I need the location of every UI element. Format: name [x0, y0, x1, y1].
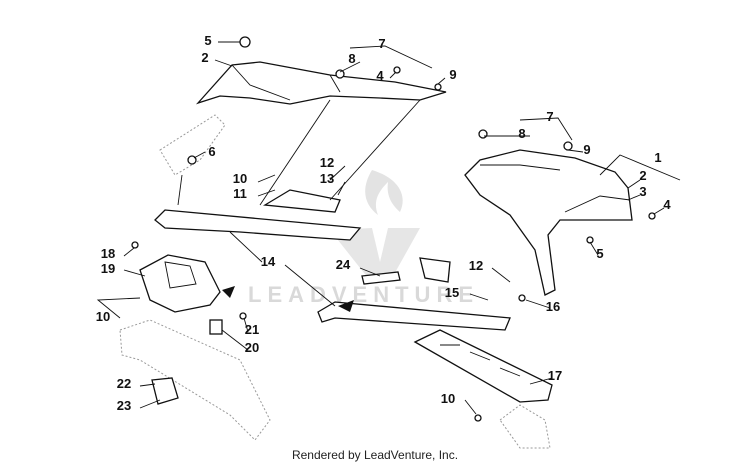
callout-3: 3 [639, 184, 646, 199]
fasteners [131, 36, 656, 422]
callout-24: 24 [336, 257, 351, 272]
callout-5: 5 [596, 246, 603, 261]
callout-12: 12 [469, 258, 483, 273]
callout-10: 10 [233, 171, 247, 186]
callout-11: 11 [233, 186, 247, 201]
side-panel-right [464, 149, 633, 296]
step-plate [413, 329, 553, 403]
callout-22: 22 [117, 376, 131, 391]
callout-8: 8 [518, 126, 525, 141]
callout-17: 17 [548, 368, 562, 383]
frame-ghost-right [499, 404, 551, 449]
callout-13: 13 [320, 171, 334, 186]
rendered-by-caption: Rendered by LeadVenture, Inc. [291, 448, 459, 462]
leader-lines [96, 41, 681, 415]
callout-23: 23 [117, 398, 131, 413]
callout-4: 4 [376, 68, 384, 83]
side-panel-upper-left [195, 61, 447, 105]
arrow-marker-left [222, 286, 235, 298]
watermark-logo: LEADVENTURE [248, 170, 479, 307]
callout-15: 15 [445, 285, 459, 300]
callout-10: 10 [441, 391, 455, 406]
callout-4: 4 [663, 197, 671, 212]
callout-10: 10 [96, 309, 110, 324]
callout-8: 8 [348, 51, 355, 66]
callout-18: 18 [101, 246, 115, 261]
callout-20: 20 [245, 340, 259, 355]
callout-21: 21 [245, 322, 259, 337]
bracket-left [139, 254, 235, 405]
arrow-marker-right [338, 300, 354, 312]
frame-ghost-left [119, 319, 271, 441]
callout-2: 2 [639, 168, 646, 183]
callout-12: 12 [320, 155, 334, 170]
rail-upper [154, 189, 362, 241]
callout-5: 5 [204, 33, 211, 48]
callout-16: 16 [546, 299, 560, 314]
callout-19: 19 [101, 261, 115, 276]
callout-6: 6 [208, 144, 215, 159]
frame-ghost-top [159, 114, 226, 176]
callout-2: 2 [201, 50, 208, 65]
callout-9: 9 [449, 67, 456, 82]
callout-14: 14 [261, 254, 276, 269]
callout-1: 1 [654, 150, 661, 165]
callout-9: 9 [583, 142, 590, 157]
callout-7: 7 [546, 109, 553, 124]
watermark-text: LEADVENTURE [248, 282, 479, 307]
callout-7: 7 [378, 36, 385, 51]
rail-lower [317, 257, 511, 331]
